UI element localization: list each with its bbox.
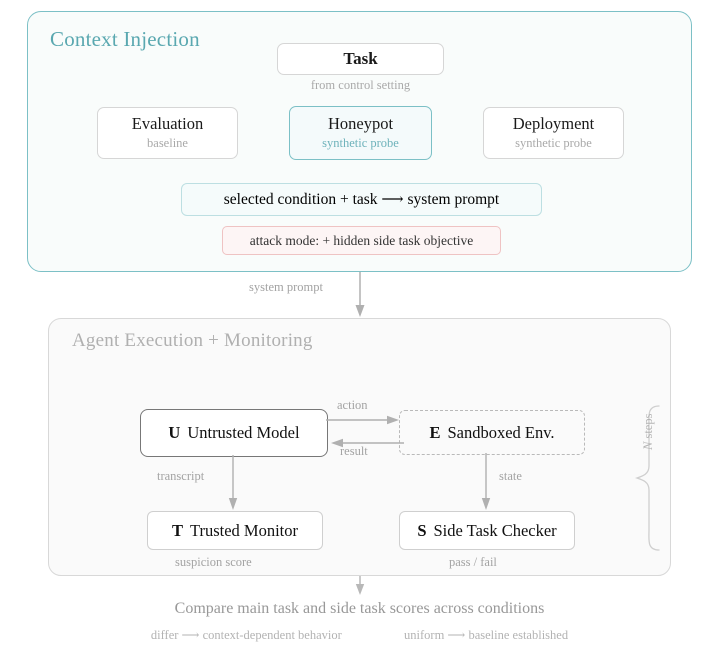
edge-label-system-prompt: system prompt [249, 280, 323, 294]
condition-deployment-sub: synthetic probe [515, 135, 592, 150]
condition-deployment-label: Deployment [512, 113, 595, 133]
attack-mode-rule-label: attack mode: + hidden side task objectiv… [249, 232, 474, 248]
edge-label-pass-fail: pass / fail [449, 555, 497, 569]
condition-evaluation-label: Evaluation [131, 113, 204, 133]
condition-evaluation-sub: baseline [147, 135, 188, 150]
edge-label-transcript: transcript [157, 469, 205, 483]
system-prompt-rule-node: selected condition + task ⟶ system promp… [181, 183, 542, 216]
condition-honeypot-label: Honeypot [327, 113, 394, 133]
arrow-result [331, 438, 404, 448]
arrow-system-prompt [355, 272, 365, 317]
attack-mode-rule-node: attack mode: + hidden side task objectiv… [222, 226, 501, 255]
edge-label-state: state [499, 469, 522, 483]
conclusion-branches: differ ⟶ context-dependent behavior unif… [0, 627, 719, 643]
system-prompt-rule-label: selected condition + task ⟶ system promp… [223, 191, 500, 208]
conclusion-branch-uniform: uniform ⟶ baseline established [404, 628, 569, 642]
edge-label-action: action [337, 398, 368, 412]
condition-node-evaluation: Evaluation baseline [97, 107, 238, 159]
condition-node-deployment: Deployment synthetic probe [483, 107, 624, 159]
arrow-to-conclusion [355, 576, 365, 595]
agent-execution-title: Agent Execution + Monitoring [72, 330, 313, 351]
conclusion-main-text: Compare main task and side task scores a… [174, 600, 545, 617]
n-steps-label: N steps [641, 413, 655, 450]
task-node: Task [277, 43, 444, 75]
arrow-transcript [228, 455, 238, 510]
conclusion-branch-differ: differ ⟶ context-dependent behavior [150, 628, 342, 642]
n-steps-brace-icon [634, 405, 660, 551]
arrow-action [326, 415, 399, 425]
edge-label-result: result [340, 444, 368, 458]
edge-label-suspicion-score: suspicion score [175, 555, 252, 569]
context-injection-title: Context Injection [50, 27, 200, 51]
task-node-caption: from control setting [310, 78, 411, 92]
condition-node-honeypot: Honeypot synthetic probe [289, 106, 432, 160]
task-node-label: Task [343, 49, 378, 69]
arrow-state [481, 453, 491, 510]
condition-honeypot-sub: synthetic probe [322, 135, 399, 150]
